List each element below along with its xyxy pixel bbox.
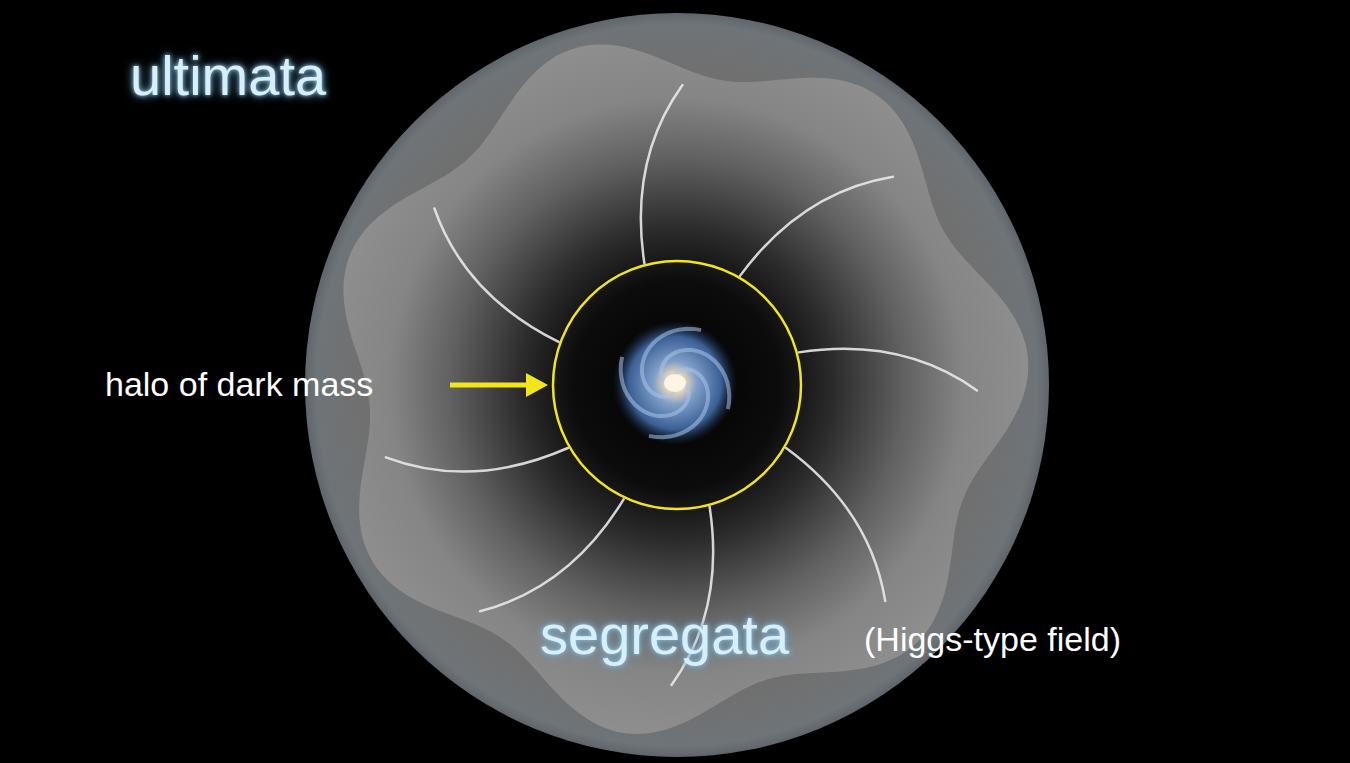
field-line <box>480 499 624 611</box>
field-line <box>434 208 558 341</box>
halo-circle <box>553 261 801 509</box>
galaxy-core <box>664 374 686 392</box>
field-line <box>740 177 893 276</box>
galaxy-arm <box>621 357 689 416</box>
arrow-head <box>526 373 548 397</box>
galaxy-arms <box>621 329 730 438</box>
galaxy <box>613 321 737 445</box>
galaxy-arm <box>649 369 708 437</box>
field-line <box>641 85 683 263</box>
field-lines <box>386 85 977 685</box>
region-label: segregata <box>540 603 789 667</box>
region-label: ultimata <box>130 44 326 108</box>
galaxy-arm <box>642 329 701 397</box>
field-line <box>786 448 885 601</box>
note-label: (Higgs-type field) <box>864 620 1121 659</box>
field-line <box>386 448 568 472</box>
callout-label: halo of dark mass <box>105 365 373 404</box>
leader-arrow <box>450 383 530 388</box>
galaxy-arm <box>661 350 729 409</box>
field-line <box>799 349 977 391</box>
